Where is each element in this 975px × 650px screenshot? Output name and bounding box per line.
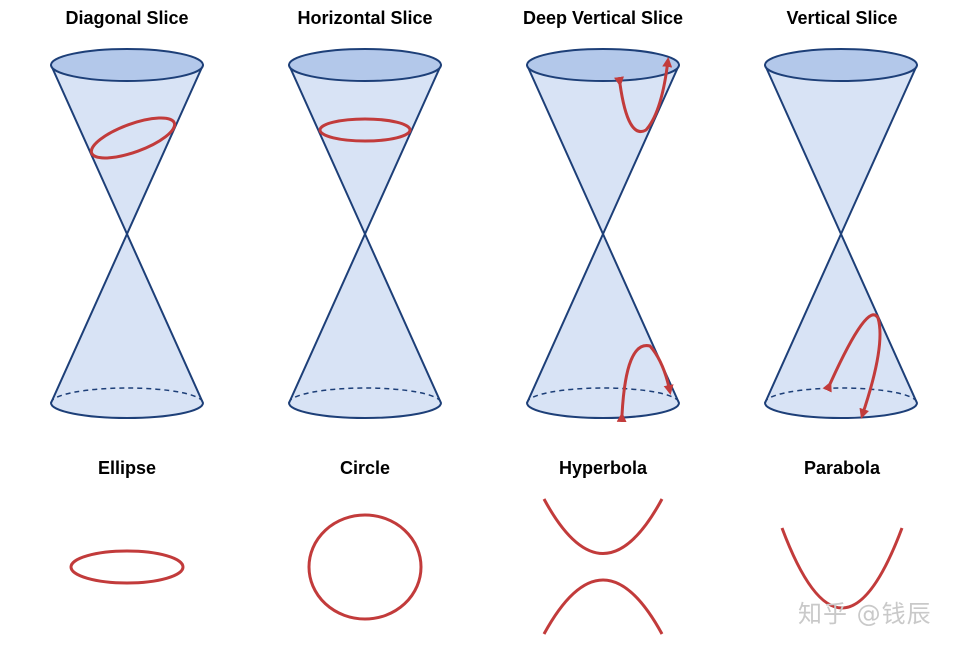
curve-ellipse <box>69 549 185 585</box>
label-circle: Circle <box>339 458 391 478</box>
slice-curve-hyperbola-lower <box>616 344 674 423</box>
cone-top-opening <box>50 48 204 82</box>
cone-body <box>526 64 680 419</box>
title-diagonal-slice: Diagonal Slice <box>65 8 189 28</box>
cone-deep-vertical-slice <box>526 48 680 423</box>
cone-base-back-edge <box>764 387 918 404</box>
cone-diagonal-slice <box>50 48 204 419</box>
cone-top-opening <box>526 48 680 82</box>
label-ellipse: Ellipse <box>97 458 157 478</box>
title-vertical-slice: Vertical Slice <box>786 8 898 28</box>
cone-vertical-slice <box>764 48 918 419</box>
title-deep-vertical-slice: Deep Vertical Slice <box>522 8 684 28</box>
slice-curve-hyperbola-upper <box>614 57 673 133</box>
cone-body <box>50 64 204 419</box>
slice-curve-parabola <box>822 313 882 419</box>
cone-body <box>288 64 442 419</box>
slice-curve-ellipse <box>89 116 177 160</box>
cone-top-opening <box>764 48 918 82</box>
slice-curve-circle <box>318 117 412 143</box>
curve-hyperbola-upper-branch <box>542 498 664 555</box>
cone-body <box>764 64 918 419</box>
curve-parabola <box>780 527 904 610</box>
label-hyperbola: Hyperbola <box>558 458 648 478</box>
curve-hyperbola-lower-branch <box>542 578 664 635</box>
cone-horizontal-slice <box>288 48 442 419</box>
title-horizontal-slice: Horizontal Slice <box>297 8 433 28</box>
cone-base-back-edge <box>50 387 204 404</box>
label-parabola: Parabola <box>803 458 881 478</box>
curve-circle <box>307 513 423 621</box>
cone-top-opening <box>288 48 442 82</box>
watermark: 知乎 @钱辰 <box>798 600 932 628</box>
cone-base-back-edge <box>288 387 442 404</box>
